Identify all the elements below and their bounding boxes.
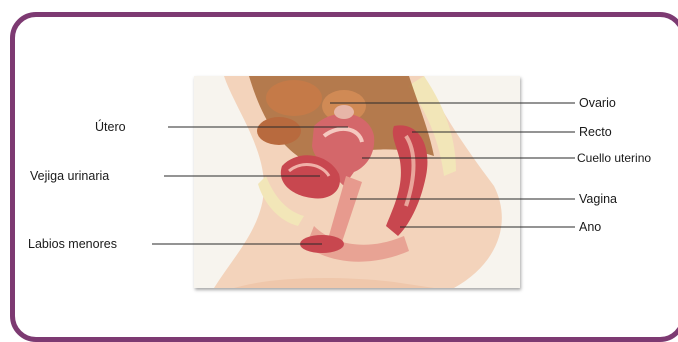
label-ovario: Ovario: [579, 96, 616, 110]
label-cuello-uterino: Cuello uterino: [577, 151, 651, 165]
label-vagina: Vagina: [579, 192, 617, 206]
label-ano: Ano: [579, 220, 601, 234]
anatomy-illustration: [194, 76, 520, 288]
intestine-3: [257, 117, 301, 145]
label-vejiga-urinaria: Vejiga urinaria: [30, 169, 109, 183]
intestine-1: [266, 80, 322, 116]
pelvis-sagittal-drawing: [194, 76, 520, 288]
ovary: [334, 105, 354, 119]
label-labios-menores: Labios menores: [28, 237, 117, 251]
labia-minora: [300, 235, 344, 253]
label-utero: Útero: [95, 120, 126, 134]
label-recto: Recto: [579, 125, 612, 139]
